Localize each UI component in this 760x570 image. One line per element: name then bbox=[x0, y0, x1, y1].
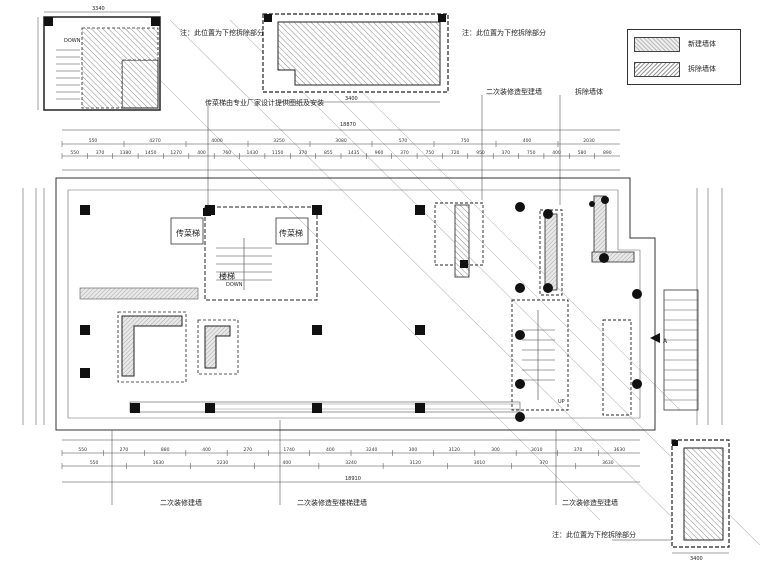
bottom-row-dim-label: 1740 bbox=[283, 447, 295, 453]
top-dimensions: 550 4270 4000 3250 3080 570 750 400 2030 550 370 13… bbox=[61, 129, 620, 171]
stair-label: 楼梯 bbox=[219, 271, 235, 281]
note-elevator: 传菜梯由专业厂家设计提供图纸及安装 bbox=[205, 99, 324, 107]
bottom-row-dim-label: 270 bbox=[120, 447, 129, 453]
top-row-dim-label: 3080 bbox=[335, 138, 347, 144]
top-row2-dim-label: 370 bbox=[502, 150, 511, 156]
top-row2-dim-label: 855 bbox=[324, 150, 333, 156]
top-row-dim-label: 3250 bbox=[273, 138, 285, 144]
bottom-row2-dim-label: 1630 bbox=[153, 460, 165, 466]
top-row2-dim-label: 1435 bbox=[348, 150, 360, 156]
top-row2-dim-label: 950 bbox=[476, 150, 485, 156]
structural-columns bbox=[80, 196, 642, 422]
top-row2-dim-label: 760 bbox=[223, 150, 232, 156]
dumbwaiter-right-label: 传菜梯 bbox=[279, 228, 303, 238]
bottom-row-dim-label: 3630 bbox=[614, 447, 626, 453]
inset-tl-width-dim: 3340 bbox=[92, 6, 105, 12]
bottom-row-dim-label: 3120 bbox=[448, 447, 460, 453]
bottom-row2-dim-label: 2230 bbox=[217, 460, 229, 466]
note-leaders bbox=[111, 95, 672, 541]
note-dig-right: 注：此位置为下挖拆除部分 bbox=[462, 29, 546, 37]
legend-new-wall-label: 新建墙体 bbox=[688, 40, 716, 48]
up-stair-label: UP bbox=[558, 399, 565, 405]
top-row-dim-label: 550 bbox=[89, 138, 98, 144]
bottom-row2-dim-label: 3240 bbox=[345, 460, 357, 466]
bottom-row-dim-label: 880 bbox=[161, 447, 170, 453]
down-stair-label: DOWN bbox=[226, 282, 243, 288]
entry-marker-label: A bbox=[663, 338, 668, 345]
top-row2-dim-label: 720 bbox=[451, 150, 460, 156]
bottom-row2-dim-label: 370 bbox=[539, 460, 548, 466]
top-row2-dim-label: 580 bbox=[578, 150, 587, 156]
stair-core bbox=[170, 206, 318, 301]
top-row-dim-label: 2030 bbox=[583, 138, 595, 144]
note-dig-bottom: 注：此位置为下挖拆除部分 bbox=[552, 531, 636, 539]
top-row2-dim-label: 1270 bbox=[170, 150, 182, 156]
legend-demolish-wall-label: 拆除墙体 bbox=[688, 65, 716, 73]
legend: 新建墙体 拆除墙体 bbox=[627, 29, 741, 85]
top-row2-dim-label: 750 bbox=[527, 150, 536, 156]
bottom-row2-dim-label: 3010 bbox=[474, 460, 486, 466]
right-structures bbox=[434, 195, 699, 416]
inset-tr-width-dim: 3400 bbox=[345, 96, 358, 102]
top-row2-dim-label: 550 bbox=[70, 150, 79, 156]
side-dimensions bbox=[22, 188, 723, 425]
top-row-dim-label: 4000 bbox=[211, 138, 223, 144]
top-row2-dim-label: 1380 bbox=[120, 150, 132, 156]
bottom-row2-dim-label: 550 bbox=[90, 460, 99, 466]
note-secondary-left: 二次装修建墙 bbox=[160, 499, 202, 507]
top-row-dim-label: 570 bbox=[399, 138, 408, 144]
bottom-row-dim-label: 3010 bbox=[531, 447, 543, 453]
top-total-dim: 18870 bbox=[340, 122, 356, 128]
top-row2-dim-label: 750 bbox=[425, 150, 434, 156]
top-row-dim-label: 400 bbox=[523, 138, 532, 144]
bottom-row-dim-label: 300 bbox=[409, 447, 418, 453]
bottom-row2-dim-label: 400 bbox=[282, 460, 291, 466]
building-outline bbox=[55, 177, 656, 431]
top-row2-dim-label: 370 bbox=[299, 150, 308, 156]
top-row2-dim-label: 1450 bbox=[145, 150, 157, 156]
down-inset-label: DOWN bbox=[64, 38, 81, 44]
bottom-row2-dim-label: 3630 bbox=[602, 460, 614, 466]
bottom-row-dim-label: 300 bbox=[491, 447, 500, 453]
legend-row-new: 新建墙体 bbox=[634, 37, 734, 52]
bottom-row-dim-label: 400 bbox=[202, 447, 211, 453]
bottom-row-dim-label: 400 bbox=[326, 447, 335, 453]
inset-bottom-right bbox=[671, 439, 730, 554]
top-row2-dim-label: 1150 bbox=[272, 150, 284, 156]
top-row-dim-label: 4270 bbox=[149, 138, 161, 144]
note-secondary-stair-top: 二次装修造型建墙 bbox=[486, 88, 542, 96]
legend-row-demolish: 拆除墙体 bbox=[634, 62, 734, 77]
note-secondary-mid: 二次装修造型楼梯建墙 bbox=[297, 499, 367, 507]
new-wall-swatch bbox=[634, 37, 680, 52]
note-dig-left: 注：此位置为下挖拆除部分 bbox=[180, 29, 264, 37]
bottom-row2-dim-label: 3120 bbox=[409, 460, 421, 466]
note-demolish-top: 拆除墙体 bbox=[575, 88, 603, 96]
top-row2-dim-label: 370 bbox=[96, 150, 105, 156]
top-row2-dim-label: 1430 bbox=[247, 150, 259, 156]
top-row2-dim-label: 400 bbox=[197, 150, 206, 156]
dumbwaiter-left-label: 传菜梯 bbox=[176, 228, 200, 238]
bottom-row-dim-label: 550 bbox=[78, 447, 87, 453]
top-row2-dim-label: 370 bbox=[400, 150, 409, 156]
bottom-row-dim-label: 270 bbox=[243, 447, 252, 453]
bottom-row-dim-label: 3240 bbox=[366, 447, 378, 453]
inset-top-right bbox=[262, 13, 449, 103]
bottom-total-dim: 18910 bbox=[345, 476, 361, 482]
demolish-wall-swatch bbox=[634, 62, 680, 77]
top-row2-dim-label: 400 bbox=[552, 150, 561, 156]
inset-br-width-dim: 3400 bbox=[690, 556, 703, 562]
note-secondary-right: 二次装修造型建墙 bbox=[562, 499, 618, 507]
top-row2-dim-label: 890 bbox=[603, 150, 612, 156]
bottom-dimensions: 550 270 880 400 270 1740 400 3240 300 3120 300 3010… bbox=[61, 439, 640, 483]
top-row-dim-label: 750 bbox=[461, 138, 470, 144]
bottom-row-dim-label: 370 bbox=[574, 447, 583, 453]
new-walls-left bbox=[117, 311, 239, 383]
inset-top-left bbox=[37, 11, 161, 111]
top-row2-dim-label: 960 bbox=[375, 150, 384, 156]
